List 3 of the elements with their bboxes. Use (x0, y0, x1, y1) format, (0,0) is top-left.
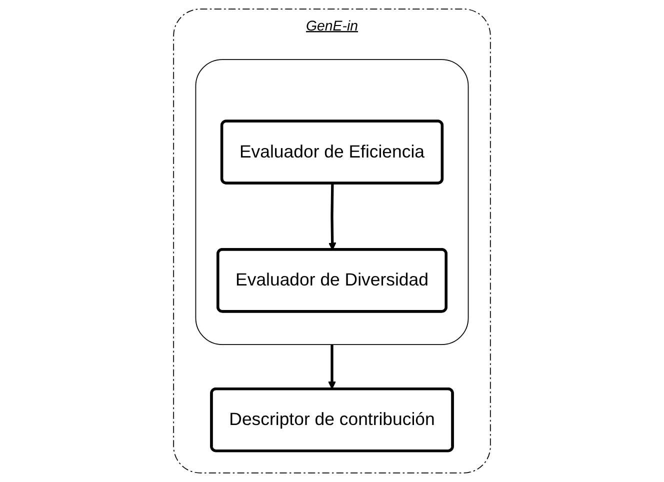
arrow (328, 344, 336, 390)
arrow (328, 183, 336, 250)
cluster (195, 59, 469, 345)
